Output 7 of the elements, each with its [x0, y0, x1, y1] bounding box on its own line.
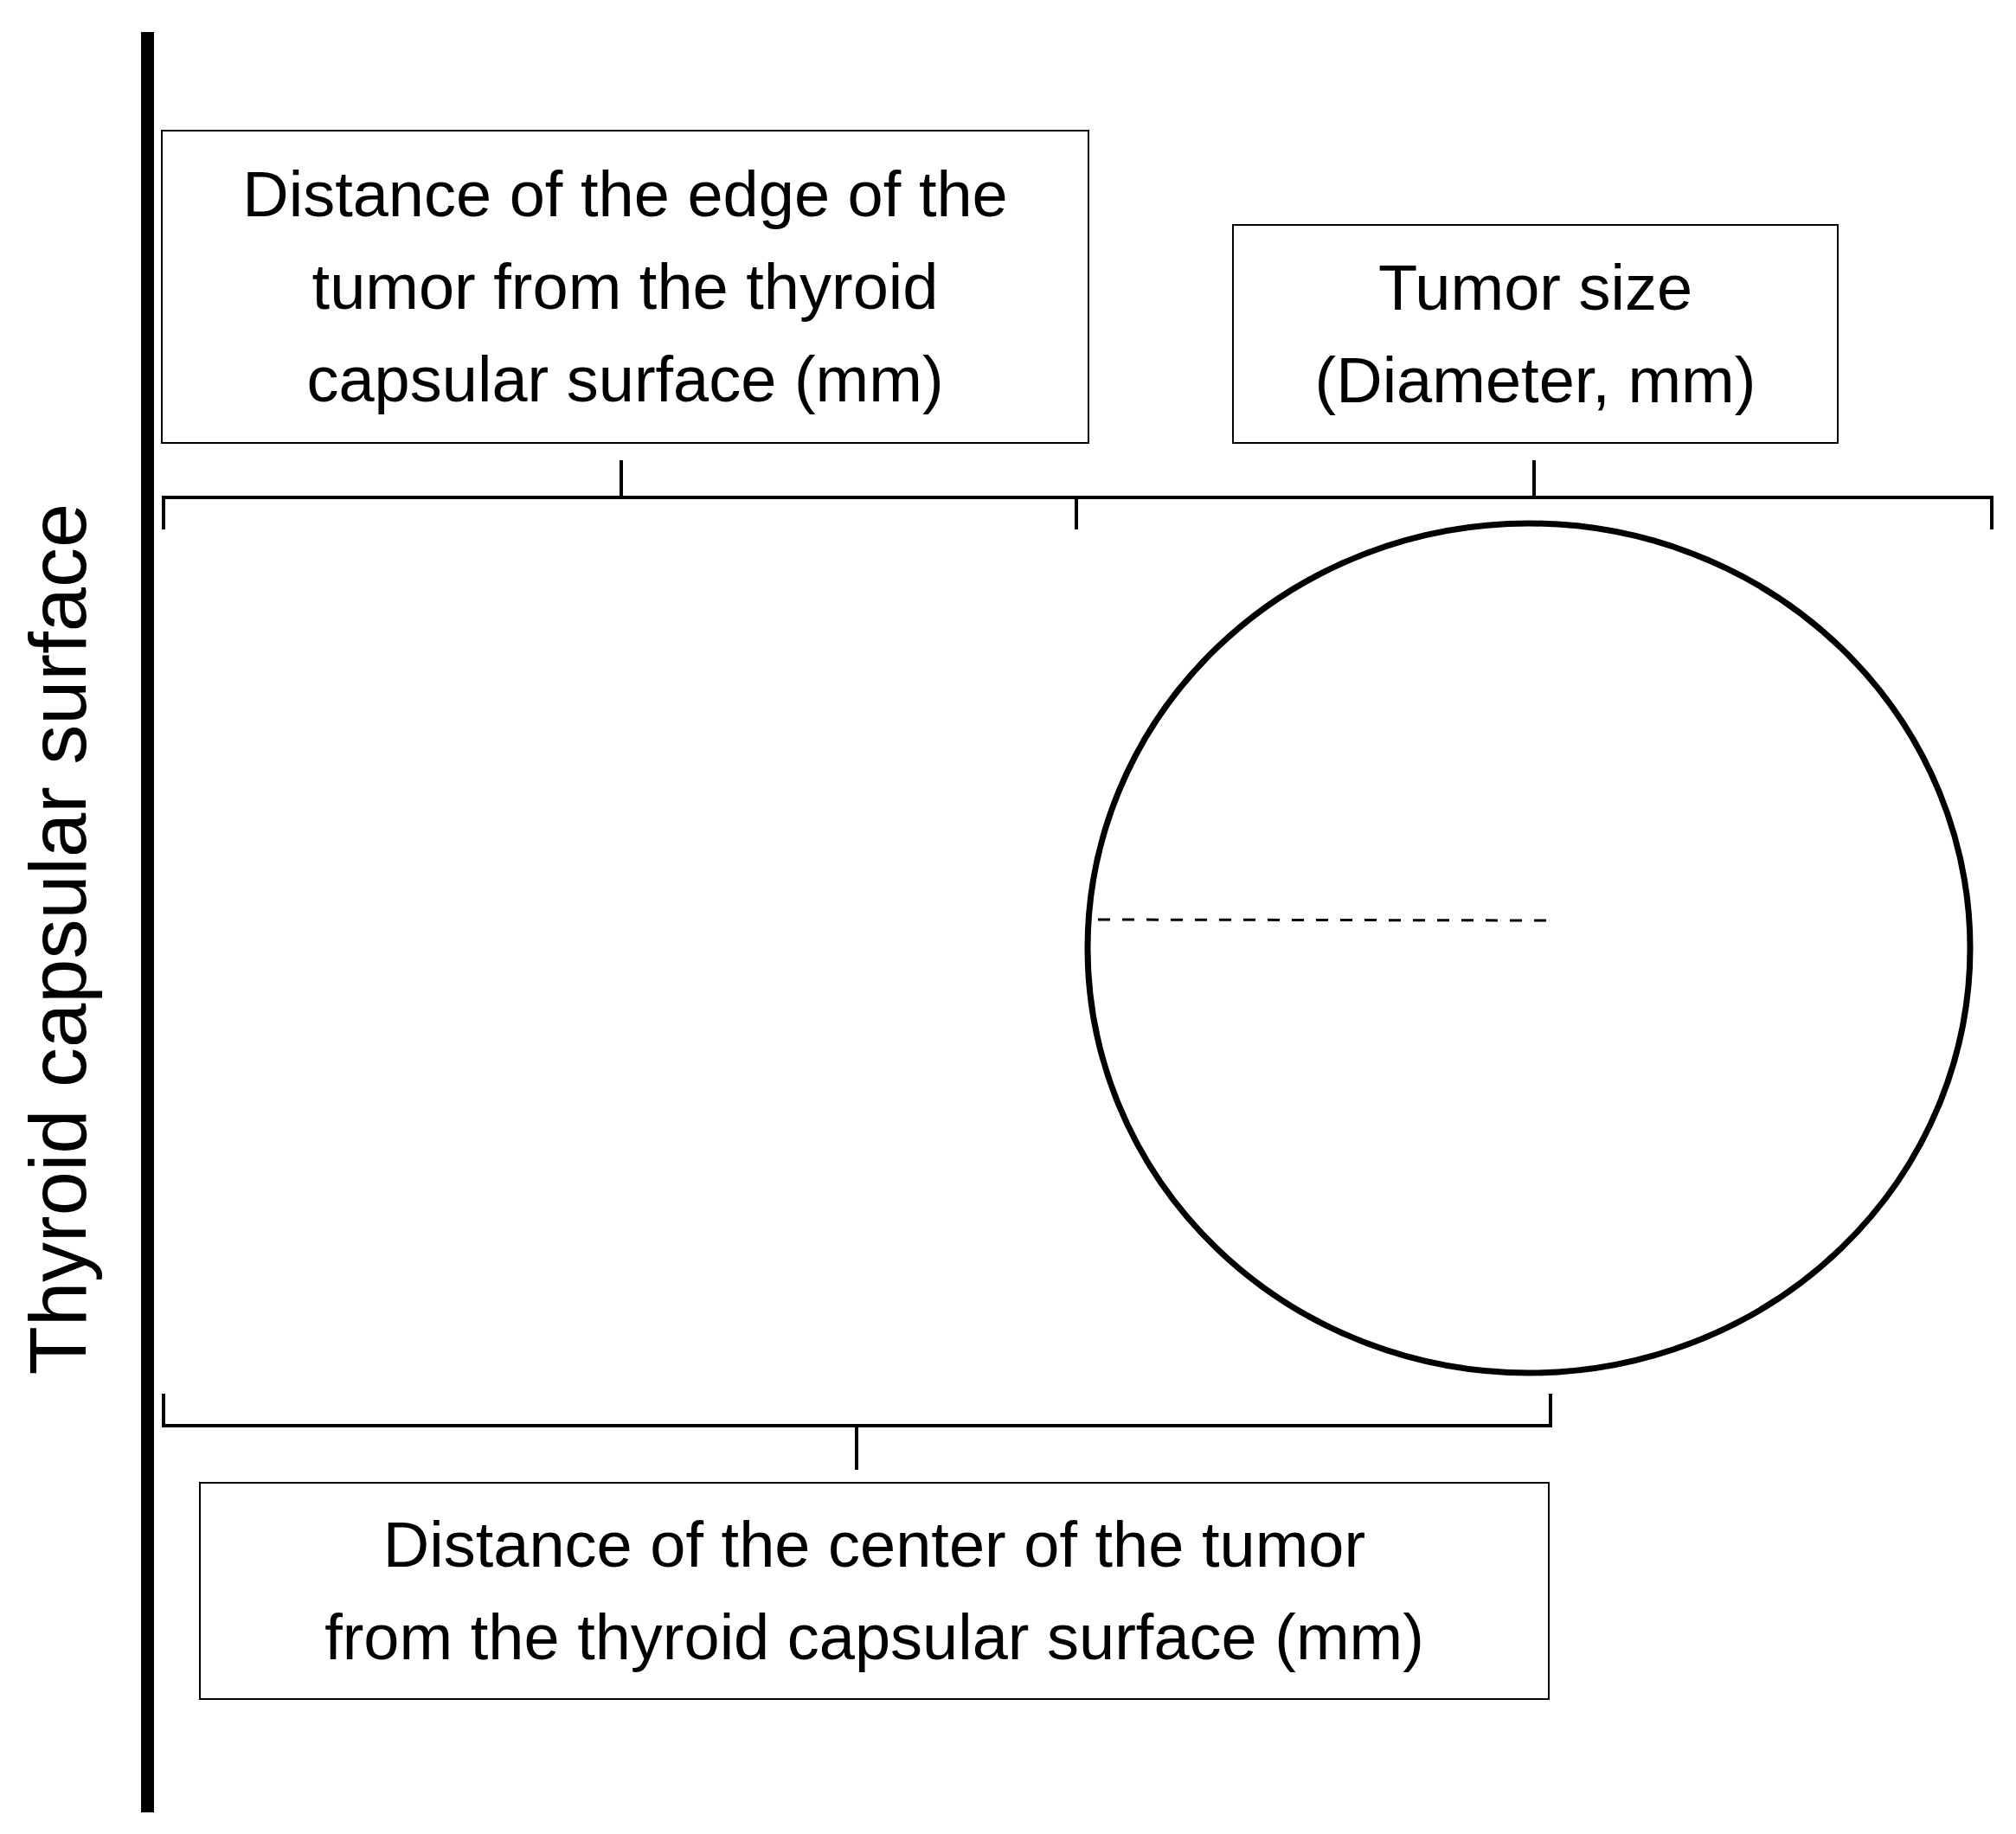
measurement-label: Distance of the edge of the tumor from the thyroid capsular surface (mm) [241, 157, 1009, 418]
text-box [1232, 224, 1839, 444]
text-box [199, 1482, 1550, 1700]
measurement-label: Tumor size (Diameter, mm) [1313, 250, 1757, 418]
text-box [161, 130, 1089, 444]
measurement-label: Distance of the center of the tumor from the thyroid capsular surface (mm) [324, 1507, 1425, 1675]
axis-label: Thyroid capsular surface [14, 503, 102, 1375]
